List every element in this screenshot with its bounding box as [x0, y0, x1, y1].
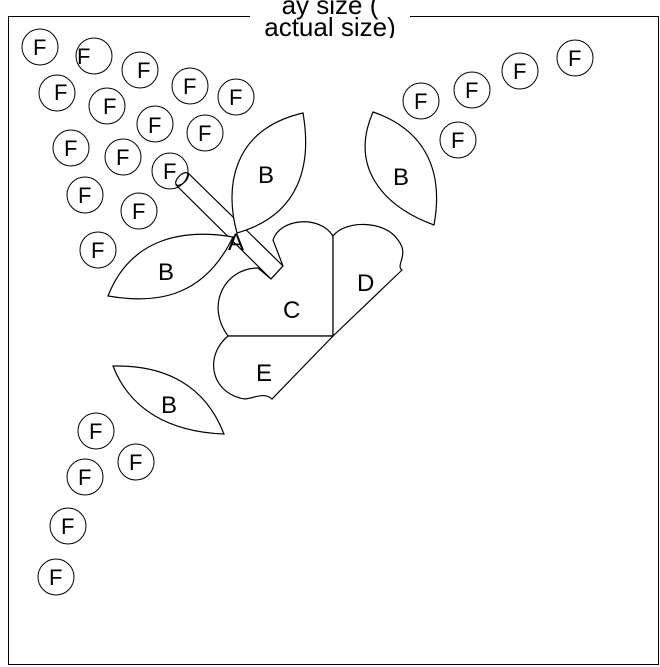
berry-f: F — [402, 82, 440, 120]
label-d: D — [357, 270, 374, 297]
berry-f: F — [151, 152, 189, 190]
svg-text:F: F — [465, 78, 478, 103]
svg-text:F: F — [49, 565, 62, 590]
svg-text:F: F — [54, 80, 67, 105]
berry-f: F — [66, 458, 104, 496]
berry-f: F — [117, 443, 155, 481]
berry-f: F — [453, 71, 491, 109]
svg-text:F: F — [77, 44, 90, 69]
svg-text:F: F — [229, 85, 242, 110]
svg-text:F: F — [148, 113, 161, 138]
piece-d: D — [332, 223, 404, 338]
berry-f: F — [37, 558, 75, 596]
svg-text:F: F — [61, 514, 74, 539]
berry-f: F — [217, 78, 255, 116]
label-a: A — [228, 229, 244, 256]
svg-text:F: F — [91, 238, 104, 263]
berry-f: F — [501, 52, 539, 90]
berry-f: F — [439, 121, 477, 159]
berry-f: F — [38, 74, 76, 112]
label-b: B — [258, 162, 274, 189]
label-b: B — [161, 392, 177, 419]
svg-text:F: F — [137, 58, 150, 83]
svg-text:F: F — [33, 35, 46, 60]
label-c: C — [283, 297, 300, 324]
berry-f: F — [88, 87, 126, 125]
label-e: E — [256, 360, 272, 387]
piece-e: E — [213, 335, 335, 400]
svg-text:F: F — [183, 74, 196, 99]
svg-text:F: F — [414, 89, 427, 114]
svg-text:F: F — [129, 450, 142, 475]
berry-f: F — [52, 129, 90, 167]
caption-line-2: actual size) — [264, 12, 396, 38]
svg-text:F: F — [78, 183, 91, 208]
berry-f: F — [186, 114, 224, 152]
svg-text:F: F — [451, 128, 464, 153]
berry-f: F — [77, 412, 115, 450]
svg-text:F: F — [64, 136, 77, 161]
pattern-caption: ay size ( actual size) — [250, 0, 410, 38]
svg-text:F: F — [116, 145, 129, 170]
berry-f: F — [75, 37, 113, 75]
piece-b-left: B — [107, 233, 234, 300]
label-b: B — [158, 259, 174, 286]
svg-text:F: F — [132, 199, 145, 224]
piece-b-upper-left: B — [231, 112, 307, 234]
berry-f: F — [136, 105, 174, 143]
label-b: B — [393, 164, 409, 191]
piece-c: C — [217, 221, 334, 337]
svg-text:F: F — [78, 465, 91, 490]
piece-b-lower: B — [112, 365, 225, 435]
berry-f: F — [49, 507, 87, 545]
berry-f: F — [104, 138, 142, 176]
berry-f: F — [79, 231, 117, 269]
berry-f: F — [171, 67, 209, 105]
svg-text:F: F — [89, 419, 102, 444]
svg-text:F: F — [568, 46, 581, 71]
berry-f: F — [66, 176, 104, 214]
berry-f: F — [556, 39, 594, 77]
piece-a: A — [175, 172, 284, 280]
berries-f: F F F F F F F F F F F F F F F F F F F F … — [21, 28, 594, 596]
svg-text:F: F — [163, 159, 176, 184]
svg-text:F: F — [103, 94, 116, 119]
berry-f: F — [120, 192, 158, 230]
piece-b-upper-right: B — [364, 111, 438, 226]
caption-line-1: ay size ( — [281, 0, 379, 20]
berry-f: F — [21, 28, 59, 66]
svg-text:F: F — [513, 59, 526, 84]
svg-text:F: F — [198, 121, 211, 146]
berry-f: F — [121, 51, 159, 89]
